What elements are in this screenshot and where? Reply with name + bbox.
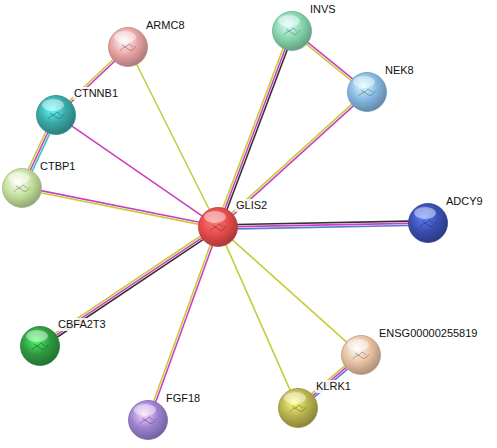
interaction-edge — [55, 236, 204, 338]
protein-node: INVS — [272, 11, 312, 51]
node-label: GLIS2 — [235, 199, 268, 212]
evidence-line — [40, 193, 199, 225]
evidence-line — [226, 244, 291, 390]
protein-node: ARMC8 — [108, 27, 148, 67]
interaction-edge — [136, 64, 209, 210]
evidence-line — [233, 106, 354, 215]
node-sphere — [128, 400, 168, 440]
interaction-edge — [306, 42, 353, 81]
node-sphere — [20, 326, 60, 366]
interaction-edge — [231, 104, 353, 215]
evidence-line — [41, 191, 200, 223]
node-sphere — [198, 207, 238, 247]
node-sphere — [347, 72, 387, 112]
node-sphere — [341, 335, 381, 375]
node-label: ENSG00000255819 — [378, 327, 478, 340]
node-sphere — [108, 27, 148, 67]
node-label: INVS — [309, 3, 337, 16]
node-sphere — [36, 95, 76, 135]
interaction-edge — [223, 48, 288, 210]
evidence-line — [153, 244, 210, 401]
protein-node: CTBP1 — [2, 168, 42, 208]
interaction-edge — [226, 244, 291, 390]
node-label: CBFA2T3 — [57, 318, 107, 331]
protein-node: KLRK1 — [278, 388, 318, 428]
protein-node: ADCY9 — [408, 203, 448, 243]
evidence-line — [56, 238, 202, 336]
protein-node: GLIS2 — [198, 207, 238, 247]
evidence-line — [307, 42, 353, 79]
protein-node: NEK8 — [347, 72, 387, 112]
evidence-line — [136, 64, 209, 210]
interaction-edge — [237, 221, 409, 229]
protein-node: FGF18 — [128, 400, 168, 440]
node-label: ARMC8 — [145, 19, 186, 32]
node-label: NEK8 — [384, 64, 415, 77]
protein-node: ENSG00000255819 — [341, 335, 381, 375]
node-label: CTBP1 — [39, 160, 76, 173]
evidence-line — [231, 104, 352, 213]
interaction-edge — [153, 244, 212, 402]
evidence-line — [55, 236, 201, 334]
node-label: KLRK1 — [315, 380, 352, 393]
evidence-line — [237, 226, 409, 229]
evidence-line — [156, 245, 213, 402]
node-label: ADCY9 — [445, 195, 484, 208]
node-sphere — [408, 203, 448, 243]
evidence-line — [223, 48, 284, 208]
evidence-line — [232, 240, 347, 343]
protein-node: CTNNB1 — [36, 95, 76, 135]
evidence-line — [227, 50, 288, 210]
node-sphere — [272, 11, 312, 51]
interaction-edge — [40, 191, 199, 225]
node-sphere — [278, 388, 318, 428]
evidence-line — [225, 49, 286, 209]
evidence-line — [306, 44, 352, 81]
node-label: FGF18 — [165, 392, 201, 405]
node-sphere — [2, 168, 42, 208]
interaction-edge — [232, 240, 347, 343]
protein-node: CBFA2T3 — [20, 326, 60, 366]
node-label: CTNNB1 — [73, 87, 119, 100]
